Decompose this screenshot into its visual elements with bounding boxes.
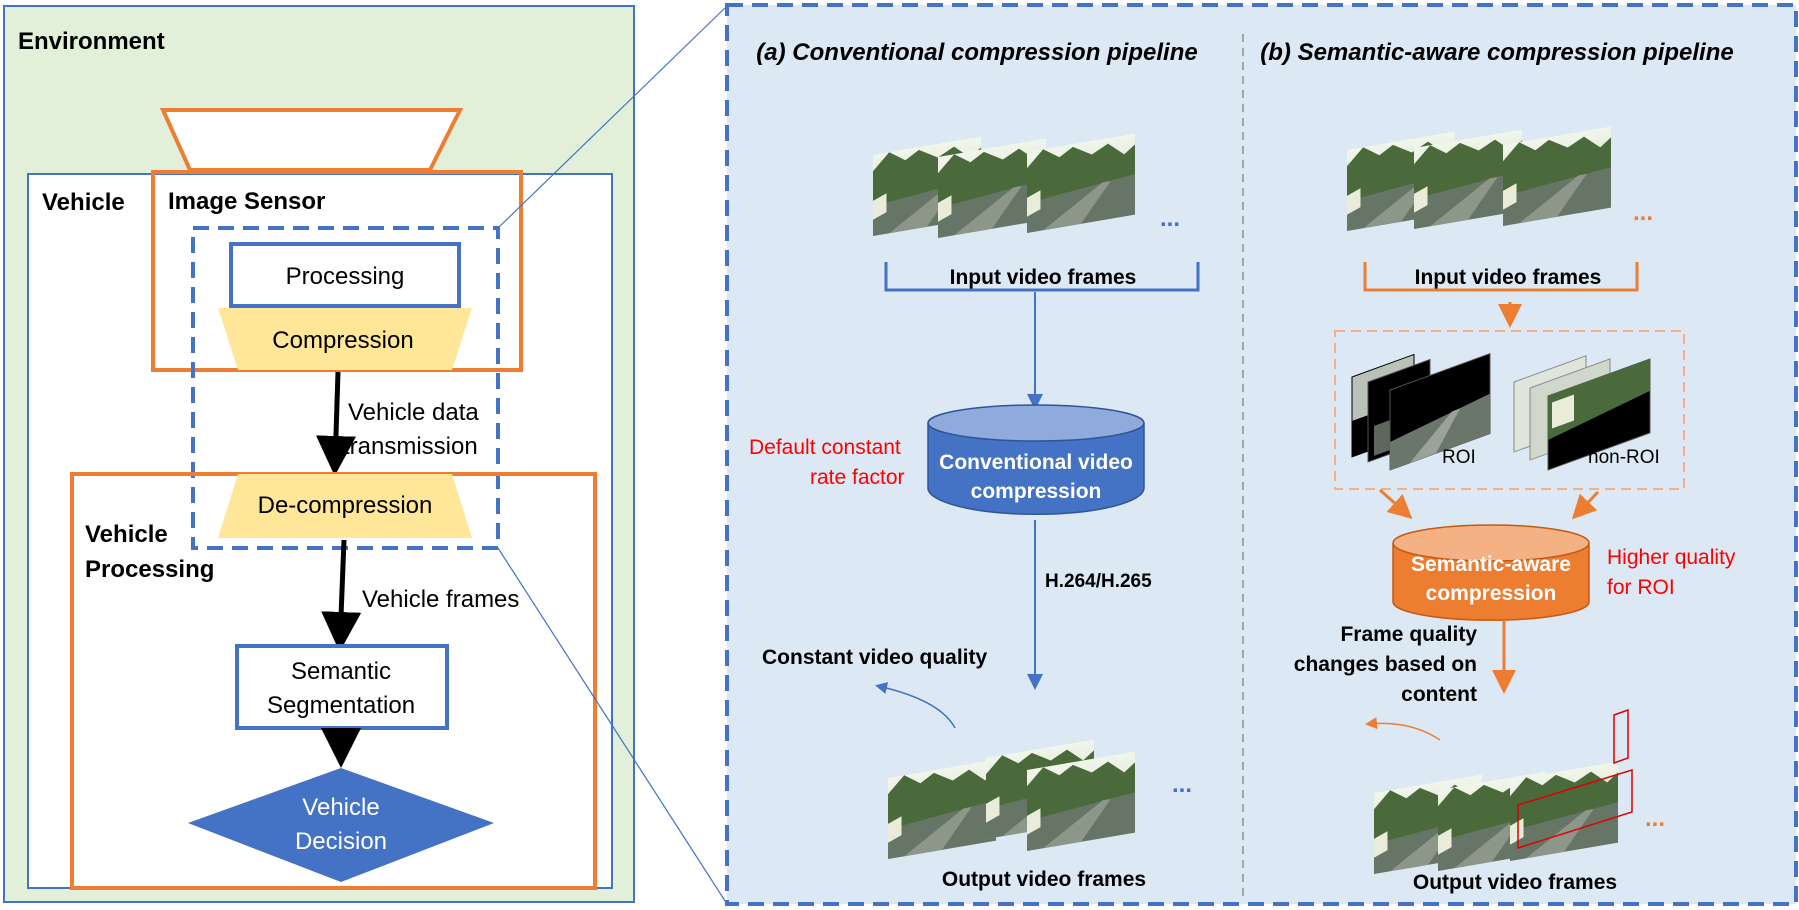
input-label-a: Input video frames: [950, 266, 1137, 289]
quality-hint-line1: Higher quality: [1607, 546, 1736, 569]
arrow-nonroi-to-codec: [1571, 490, 1600, 520]
vehicle-processing-line2: Processing: [85, 556, 214, 583]
frames-arrow: [321, 539, 362, 652]
sensor-lens: [159, 108, 464, 172]
quality-pointer-b: [1365, 717, 1441, 741]
quality-pointer-a: [875, 682, 956, 729]
ellipsis-b-output: ...: [1645, 805, 1665, 832]
vehicle-processing-line1: Vehicle: [85, 521, 168, 548]
roi-label: ROI: [1442, 447, 1476, 468]
non-roi-label: non-ROI: [1588, 447, 1660, 468]
ellipsis-b-input: ...: [1633, 199, 1653, 226]
roi-masks: [1351, 352, 1491, 471]
vehicle-frames-label: Vehicle frames: [362, 586, 519, 613]
compression-trapezoid: [218, 308, 472, 370]
frame-quality-line2: changes based on: [1294, 653, 1477, 676]
segmentation-box: [235, 644, 449, 730]
arrow-roi-to-codec: [1379, 488, 1413, 519]
input-label-b: Input video frames: [1415, 266, 1602, 289]
zoom-line-bottom: [497, 547, 728, 905]
processing-label: Processing: [286, 263, 405, 290]
crf-line1: Default constant: [749, 436, 901, 459]
vehicle-decision-diamond: [188, 768, 494, 882]
pipeline-b-title: (b) Semantic-aware compression pipeline: [1260, 39, 1733, 66]
image-sensor-label: Image Sensor: [168, 188, 325, 215]
decompression-label: De-compression: [258, 492, 433, 519]
constant-quality-label: Constant video quality: [762, 646, 988, 669]
codec-a-line1: Conventional video: [939, 451, 1133, 474]
input-bracket-a: [884, 262, 1200, 292]
decision-line1: Vehicle: [302, 794, 379, 821]
codec-b-line1: Semantic-aware: [1411, 553, 1571, 576]
decompression-trapezoid: [218, 474, 472, 538]
ellipsis-a-output: ...: [1172, 771, 1192, 798]
decision-line2: Decision: [295, 828, 387, 855]
vehicle-label: Vehicle: [42, 189, 125, 216]
ellipsis-a-input: ...: [1160, 205, 1180, 232]
pipeline-a-title: (a) Conventional compression pipeline: [756, 39, 1197, 66]
input-bracket-b: [1363, 262, 1639, 292]
transmission-arrow: [315, 371, 356, 476]
codec-standard-label: H.264/H.265: [1045, 571, 1152, 592]
transmission-label-line1: Vehicle data: [348, 399, 479, 426]
output-label-b: Output video frames: [1413, 871, 1617, 894]
processing-box: [229, 242, 461, 308]
semantic-codec-cylinder: [1392, 524, 1590, 621]
output-label-a: Output video frames: [942, 868, 1146, 891]
quality-hint-line2: for ROI: [1607, 576, 1675, 599]
zoom-line-top: [497, 5, 728, 229]
codec-b-line2: compression: [1426, 582, 1557, 605]
environment-label: Environment: [18, 28, 165, 55]
segmentation-line1: Semantic: [291, 658, 391, 685]
conventional-codec-cylinder: [927, 404, 1145, 516]
roi-split-box: [1334, 330, 1685, 490]
frame-quality-line1: Frame quality: [1340, 623, 1477, 646]
frame-quality-line3: content: [1401, 683, 1477, 706]
segmentation-line2: Segmentation: [267, 692, 415, 719]
non-roi-masks: [1513, 355, 1651, 471]
roi-highlight-boxes: [1517, 708, 1633, 850]
codec-a-line2: compression: [971, 480, 1102, 503]
compression-label: Compression: [272, 327, 413, 354]
transmission-label-line2: transmission: [343, 433, 478, 460]
crf-line2: rate factor: [810, 466, 905, 489]
